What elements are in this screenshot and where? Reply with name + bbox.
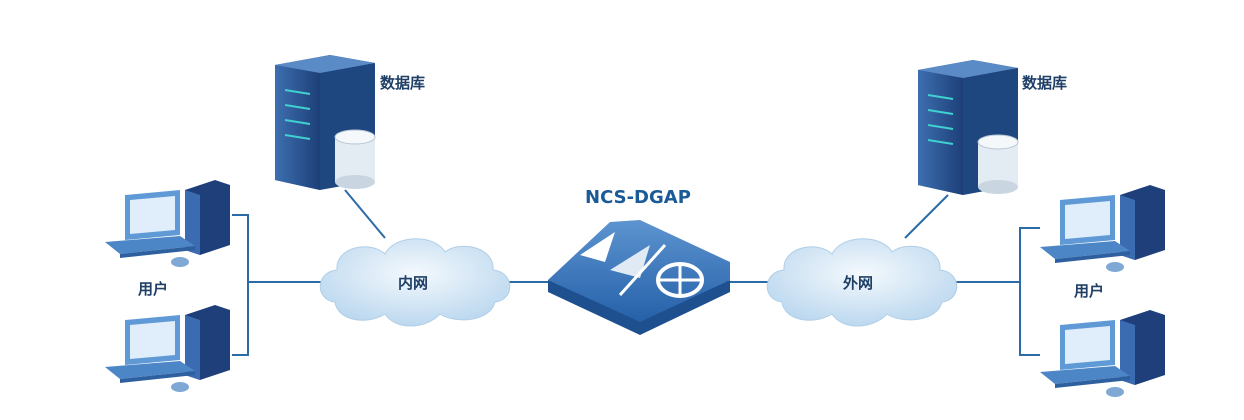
left-user-pc-icon-2	[105, 305, 230, 392]
right-user-pc-icon-2	[1040, 310, 1165, 397]
left-database-server-icon	[274, 54, 376, 191]
right-database-label: 数据库	[1022, 74, 1068, 92]
extranet-label: 外网	[843, 274, 874, 292]
gateway-device-icon	[548, 220, 730, 335]
left-users-label: 用户	[138, 280, 169, 298]
right-database-server-icon	[917, 59, 1019, 196]
left-database-label: 数据库	[380, 74, 426, 92]
connection-lines	[232, 189, 1040, 356]
right-user-pc-icon-1	[1040, 185, 1165, 272]
right-users-label: 用户	[1074, 282, 1105, 300]
intranet-label: 内网	[398, 274, 429, 292]
gateway-label: NCS-DGAP	[585, 187, 691, 208]
left-user-pc-icon-1	[105, 180, 230, 267]
